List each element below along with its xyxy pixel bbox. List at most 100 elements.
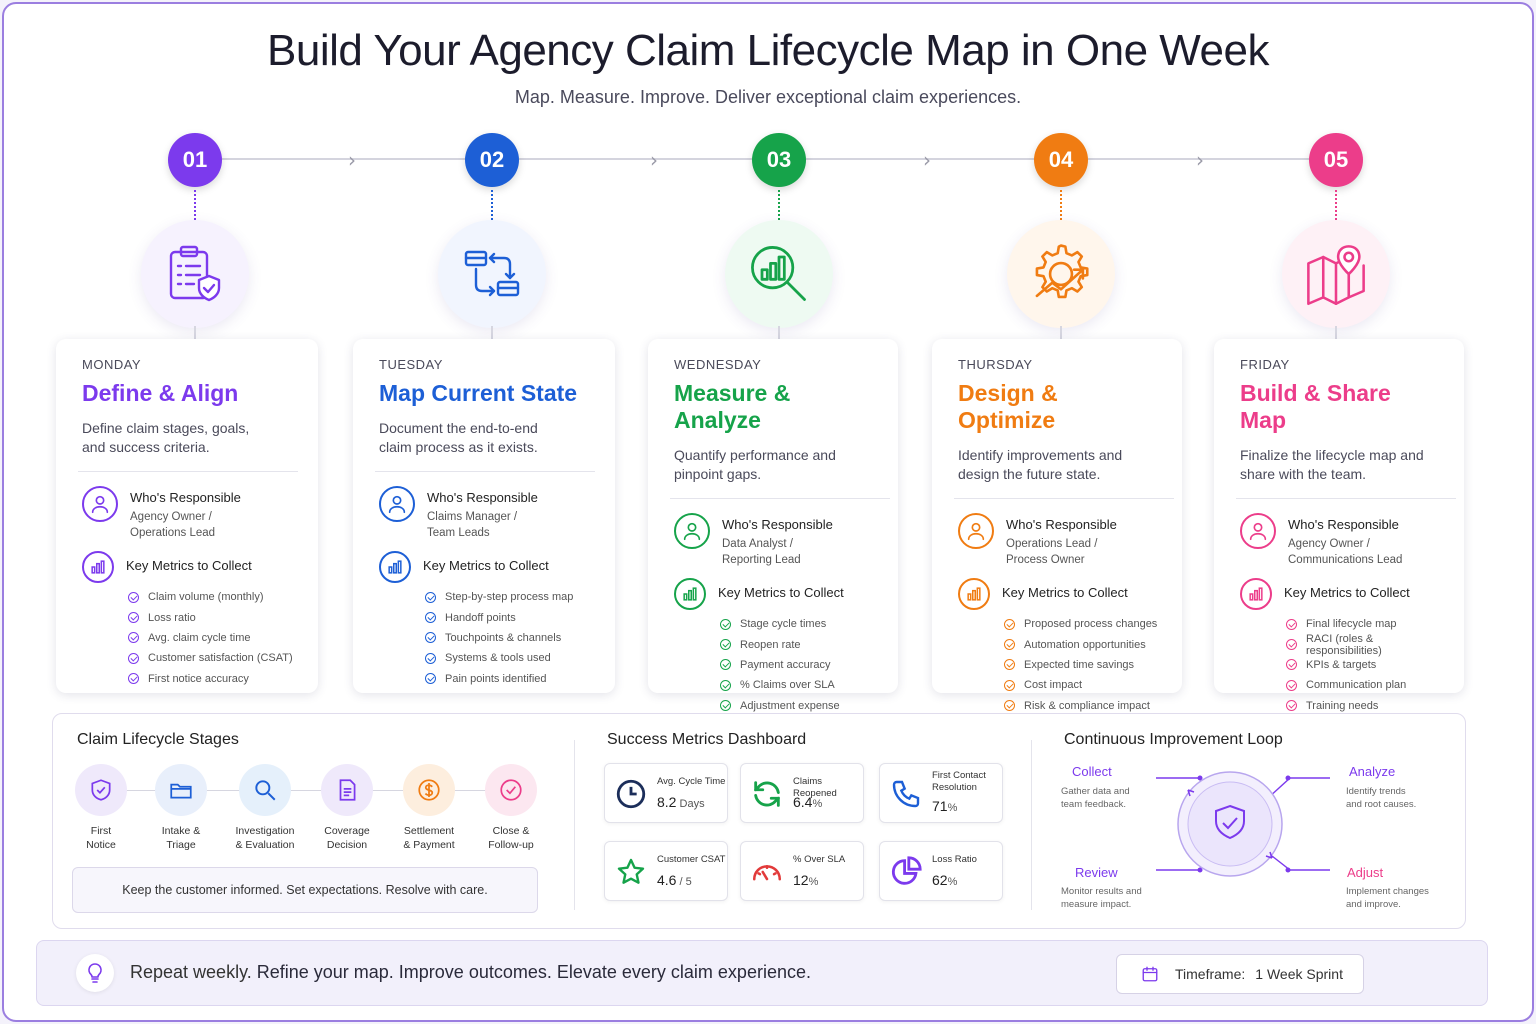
timeline-connector: [806, 158, 1036, 160]
card-day: WEDNESDAY: [674, 357, 762, 372]
card-day: TUESDAY: [379, 357, 443, 372]
check-icon: [128, 632, 139, 644]
person-icon: [958, 513, 994, 549]
check-icon: [128, 652, 139, 664]
process-flow-icon: [438, 220, 546, 328]
check-icon: [128, 673, 139, 685]
check-icon: [720, 700, 731, 712]
check-icon: [1004, 679, 1015, 691]
check-icon: [128, 612, 139, 624]
metric-item: Touchpoints & channels: [425, 628, 593, 648]
connector: [491, 326, 493, 340]
metric-value: 71%: [932, 798, 958, 814]
chevron-right-icon: ›: [348, 148, 356, 172]
chevron-right-icon: ›: [650, 148, 658, 172]
metrics-label: Key Metrics to Collect: [423, 558, 549, 573]
responsible-label: Who's Responsible: [427, 490, 538, 505]
dotted-connector: [194, 190, 196, 220]
connector: [194, 326, 196, 340]
check-icon: [425, 632, 436, 644]
card-day: THURSDAY: [958, 357, 1033, 372]
metric-value: 8.2 Days: [657, 794, 705, 810]
metrics-label: Key Metrics to Collect: [1284, 585, 1410, 600]
person-icon: [82, 486, 118, 522]
responsible-label: Who's Responsible: [1006, 517, 1117, 532]
folder-icon: [155, 764, 207, 816]
metric-item: Automation opportunities: [1004, 634, 1160, 654]
step-number: 04: [1034, 133, 1088, 187]
metric-item: Training needs: [1286, 696, 1442, 716]
check-icon: [1286, 679, 1297, 691]
page-subtitle: Map. Measure. Improve. Deliver exception…: [514, 87, 1022, 107]
metric-value: 12%: [793, 872, 819, 888]
bar-chart-icon: [958, 578, 990, 610]
metric-label: Customer CSAT: [657, 854, 726, 865]
metric-card: Customer CSAT 4.6 / 5: [604, 841, 728, 901]
connector: [778, 326, 780, 340]
card-title: Design & Optimize: [958, 380, 1058, 433]
metric-label: Avg. Cycle Time: [657, 776, 726, 787]
responsible-label: Who's Responsible: [1288, 517, 1399, 532]
card-title: Define & Align: [82, 380, 239, 406]
card-day: FRIDAY: [1240, 357, 1290, 372]
step-number: 01: [168, 133, 222, 187]
metric-card: Avg. Cycle Time 8.2 Days: [604, 763, 728, 823]
divider: [670, 498, 890, 499]
gauge-icon: [749, 854, 785, 890]
metric-item: First notice accuracy: [128, 669, 296, 689]
star-icon: [613, 854, 649, 890]
check-circle-icon: [485, 764, 537, 816]
bar-chart-icon: [379, 551, 411, 583]
responsible-label: Who's Responsible: [130, 490, 241, 505]
dotted-connector: [778, 190, 780, 220]
check-icon: [1286, 659, 1297, 671]
check-icon: [720, 679, 731, 691]
metric-item: Pain points identified: [425, 669, 593, 689]
stage-item: Investigation& Evaluation: [220, 764, 310, 852]
check-icon: [425, 652, 436, 664]
timeframe-box: Timeframe: 1 Week Sprint: [1116, 954, 1364, 994]
metric-item: KPIs & targets: [1286, 655, 1442, 675]
metric-item: Proposed process changes: [1004, 614, 1160, 634]
timeframe-value: 1 Week Sprint: [1255, 966, 1343, 982]
timeline-connector: [222, 158, 468, 160]
card-title: Measure & Analyze: [674, 380, 791, 433]
search-icon: [239, 764, 291, 816]
chevron-right-icon: ›: [923, 148, 931, 172]
check-icon: [425, 673, 436, 685]
metrics-label: Key Metrics to Collect: [126, 558, 252, 573]
metric-label: % Over SLA: [793, 854, 846, 865]
responsible-label: Who's Responsible: [722, 517, 833, 532]
metric-value: 62%: [932, 872, 958, 888]
metric-item: Loss ratio: [128, 607, 296, 627]
metric-item: Claim volume (monthly): [128, 587, 296, 607]
document-icon: [321, 764, 373, 816]
check-icon: [720, 618, 731, 630]
stage-label: Intake &Triage: [161, 825, 201, 851]
stages-note: Keep the customer informed. Set expectat…: [72, 867, 538, 913]
metric-item: Risk & compliance impact: [1004, 696, 1160, 716]
phone-icon: [888, 776, 924, 812]
loop-analyze-label: Analyze: [1349, 764, 1396, 779]
step-number: 03: [752, 133, 806, 187]
lightbulb-icon: [76, 954, 114, 992]
stages-connector: [100, 790, 520, 791]
metric-item: Avg. claim cycle time: [128, 628, 296, 648]
responsible-roles: Agency Owner /Operations Lead: [130, 511, 216, 539]
metric-item: Customer satisfaction (CSAT): [128, 648, 296, 668]
check-icon: [425, 612, 436, 624]
dotted-connector: [1335, 190, 1337, 220]
